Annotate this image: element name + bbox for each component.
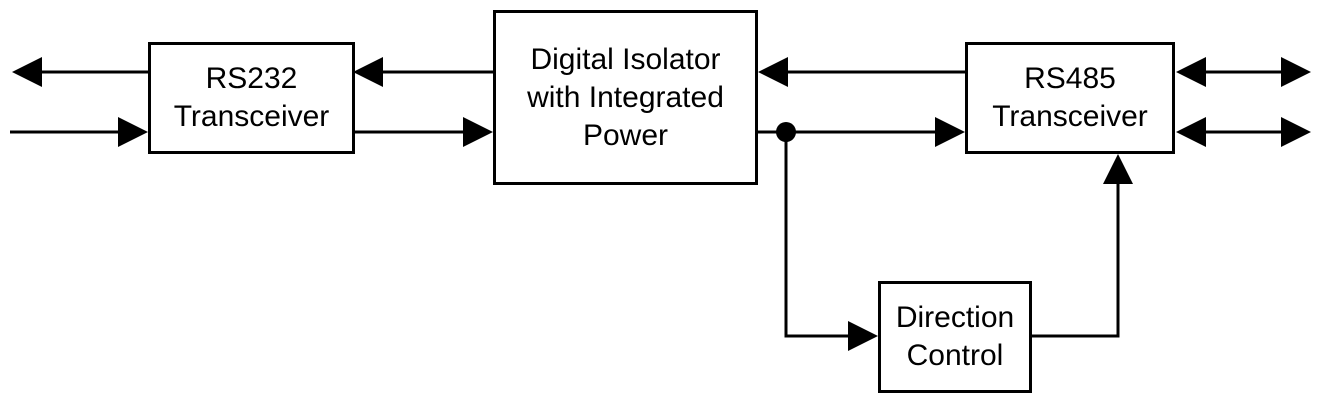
isolator-label-line1: Digital Isolator: [530, 42, 721, 76]
rs232-label-line1: RS232: [205, 62, 298, 95]
arrowhead-into-isolator-bottom: [463, 117, 493, 147]
rs232-transceiver-block: RS232 Transceiver: [148, 42, 355, 154]
rs485-transceiver-block: RS485 Transceiver: [965, 42, 1175, 154]
bus1-arrowhead-right: [1281, 57, 1311, 87]
branch-to-direction-line: [784, 132, 855, 338]
arrowhead-into-rs485-bottom: [935, 117, 965, 147]
direction-label-line2: Control: [906, 339, 1004, 372]
direction-control-block: Direction Control: [878, 281, 1032, 393]
arrowhead-into-rs232-top: [353, 57, 383, 87]
arrowhead-into-direction: [848, 321, 878, 351]
digital-isolator-block: Digital Isolator with Integrated Power: [493, 10, 758, 185]
isolator-label-line3: Power: [582, 118, 669, 152]
arrowhead-left-output: [12, 57, 42, 87]
arrowhead-into-isolator-top: [758, 57, 788, 87]
bus2-arrowhead-left: [1176, 117, 1206, 147]
arrowhead-into-rs485-from-direction: [1103, 154, 1133, 184]
isolator-label-line2: with Integrated: [527, 80, 724, 114]
direction-label-line1: Direction: [895, 301, 1015, 334]
arrowhead-rs232-input: [118, 117, 148, 147]
rs485-label-line1: RS485: [1024, 62, 1116, 95]
direction-to-rs485-line: [1032, 182, 1120, 338]
bus1-arrowhead-left: [1176, 57, 1206, 87]
junction-dot: [776, 122, 796, 142]
rs232-label-line2: Transceiver: [173, 100, 330, 133]
bus2-arrowhead-right: [1281, 117, 1311, 147]
rs485-label-line2: Transceiver: [992, 100, 1148, 133]
